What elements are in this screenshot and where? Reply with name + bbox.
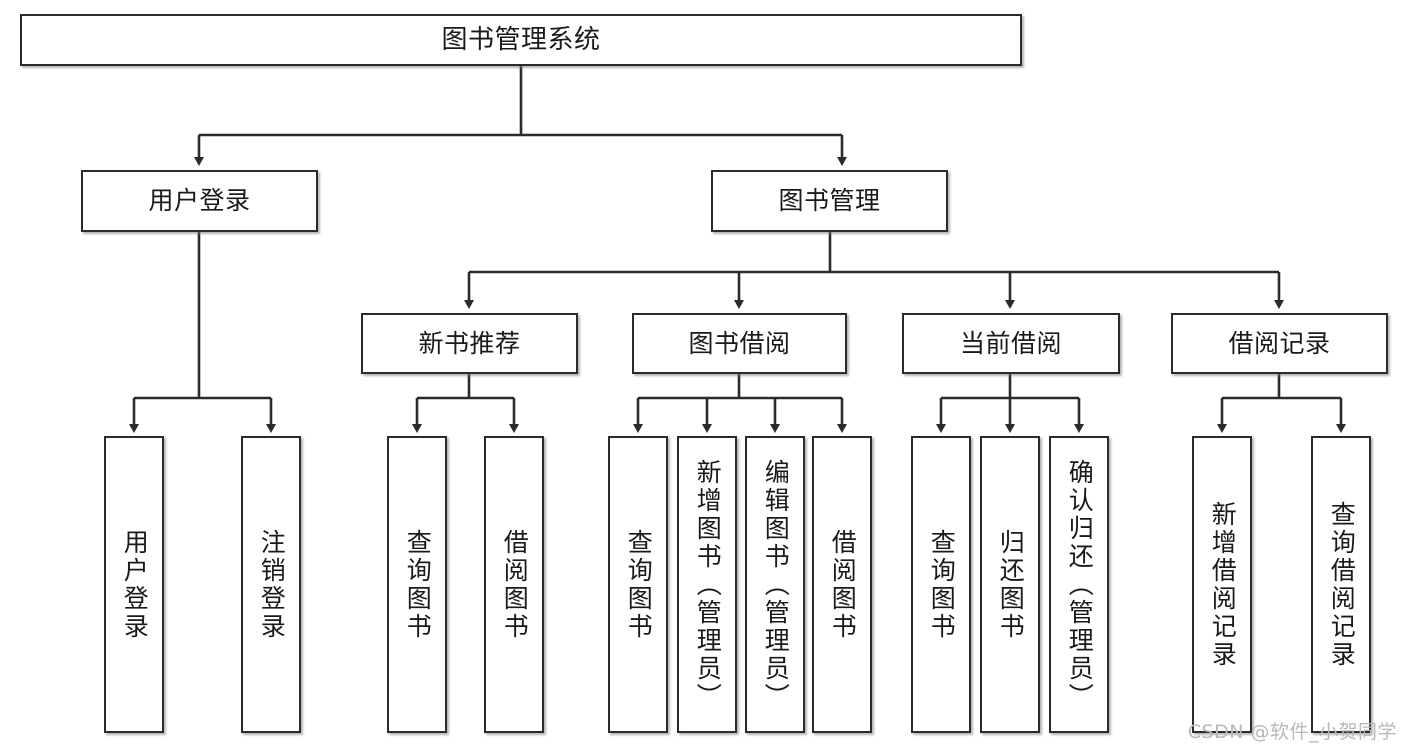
node-current-borrow[interactable]: 当前借阅 xyxy=(902,313,1120,374)
node-label: 当前借阅 xyxy=(959,328,1062,358)
node-label: 注销登录 xyxy=(257,528,287,641)
node-label: 查询借阅记录 xyxy=(1327,500,1357,669)
node-book-management[interactable]: 图书管理 xyxy=(711,170,948,232)
leaf-borrow-book[interactable]: 借阅图书 xyxy=(812,436,872,733)
node-label: 归还图书 xyxy=(996,528,1026,641)
node-label: 查询图书 xyxy=(624,528,654,641)
node-label: 用户登录 xyxy=(148,186,251,216)
leaf-add-borrow-record[interactable]: 新增借阅记录 xyxy=(1192,436,1252,733)
leaf-query-book-recommend[interactable]: 查询图书 xyxy=(387,436,447,733)
node-label: 图书管理系统 xyxy=(441,24,601,55)
node-root-library-system[interactable]: 图书管理系统 xyxy=(20,14,1022,66)
node-borrow-record[interactable]: 借阅记录 xyxy=(1171,313,1388,374)
leaf-logout[interactable]: 注销登录 xyxy=(241,436,301,733)
csdn-watermark: CSDN @软件_小贺同学 xyxy=(1187,721,1397,743)
node-label: 查询图书 xyxy=(927,528,957,641)
node-book-borrow[interactable]: 图书借阅 xyxy=(632,313,847,374)
node-user-login[interactable]: 用户登录 xyxy=(81,170,318,232)
node-label: 借阅图书 xyxy=(828,528,858,641)
leaf-return-book[interactable]: 归还图书 xyxy=(980,436,1040,733)
node-label: 确认归还（管理员） xyxy=(1065,458,1095,711)
node-label: 用户登录 xyxy=(120,528,150,641)
leaf-add-book[interactable]: 新增图书（管理员） xyxy=(677,436,737,733)
leaf-query-book-current[interactable]: 查询图书 xyxy=(911,436,971,733)
node-label: 借阅图书 xyxy=(500,528,530,641)
leaf-query-borrow-record[interactable]: 查询借阅记录 xyxy=(1311,436,1371,733)
node-label: 新书推荐 xyxy=(418,328,521,358)
node-label: 图书借阅 xyxy=(688,328,791,358)
leaf-edit-book[interactable]: 编辑图书（管理员） xyxy=(745,436,805,733)
node-label: 借阅记录 xyxy=(1228,328,1331,358)
leaf-user-login[interactable]: 用户登录 xyxy=(104,436,164,733)
node-label: 图书管理 xyxy=(778,186,881,216)
node-label: 查询图书 xyxy=(403,528,433,641)
leaf-confirm-return[interactable]: 确认归还（管理员） xyxy=(1049,436,1109,733)
node-label: 新增图书（管理员） xyxy=(693,458,723,711)
node-new-book-recommend[interactable]: 新书推荐 xyxy=(361,313,578,374)
leaf-borrow-book-recommend[interactable]: 借阅图书 xyxy=(484,436,544,733)
node-label: 编辑图书（管理员） xyxy=(761,458,791,711)
node-label: 新增借阅记录 xyxy=(1208,500,1238,669)
leaf-query-book-borrow[interactable]: 查询图书 xyxy=(608,436,668,733)
